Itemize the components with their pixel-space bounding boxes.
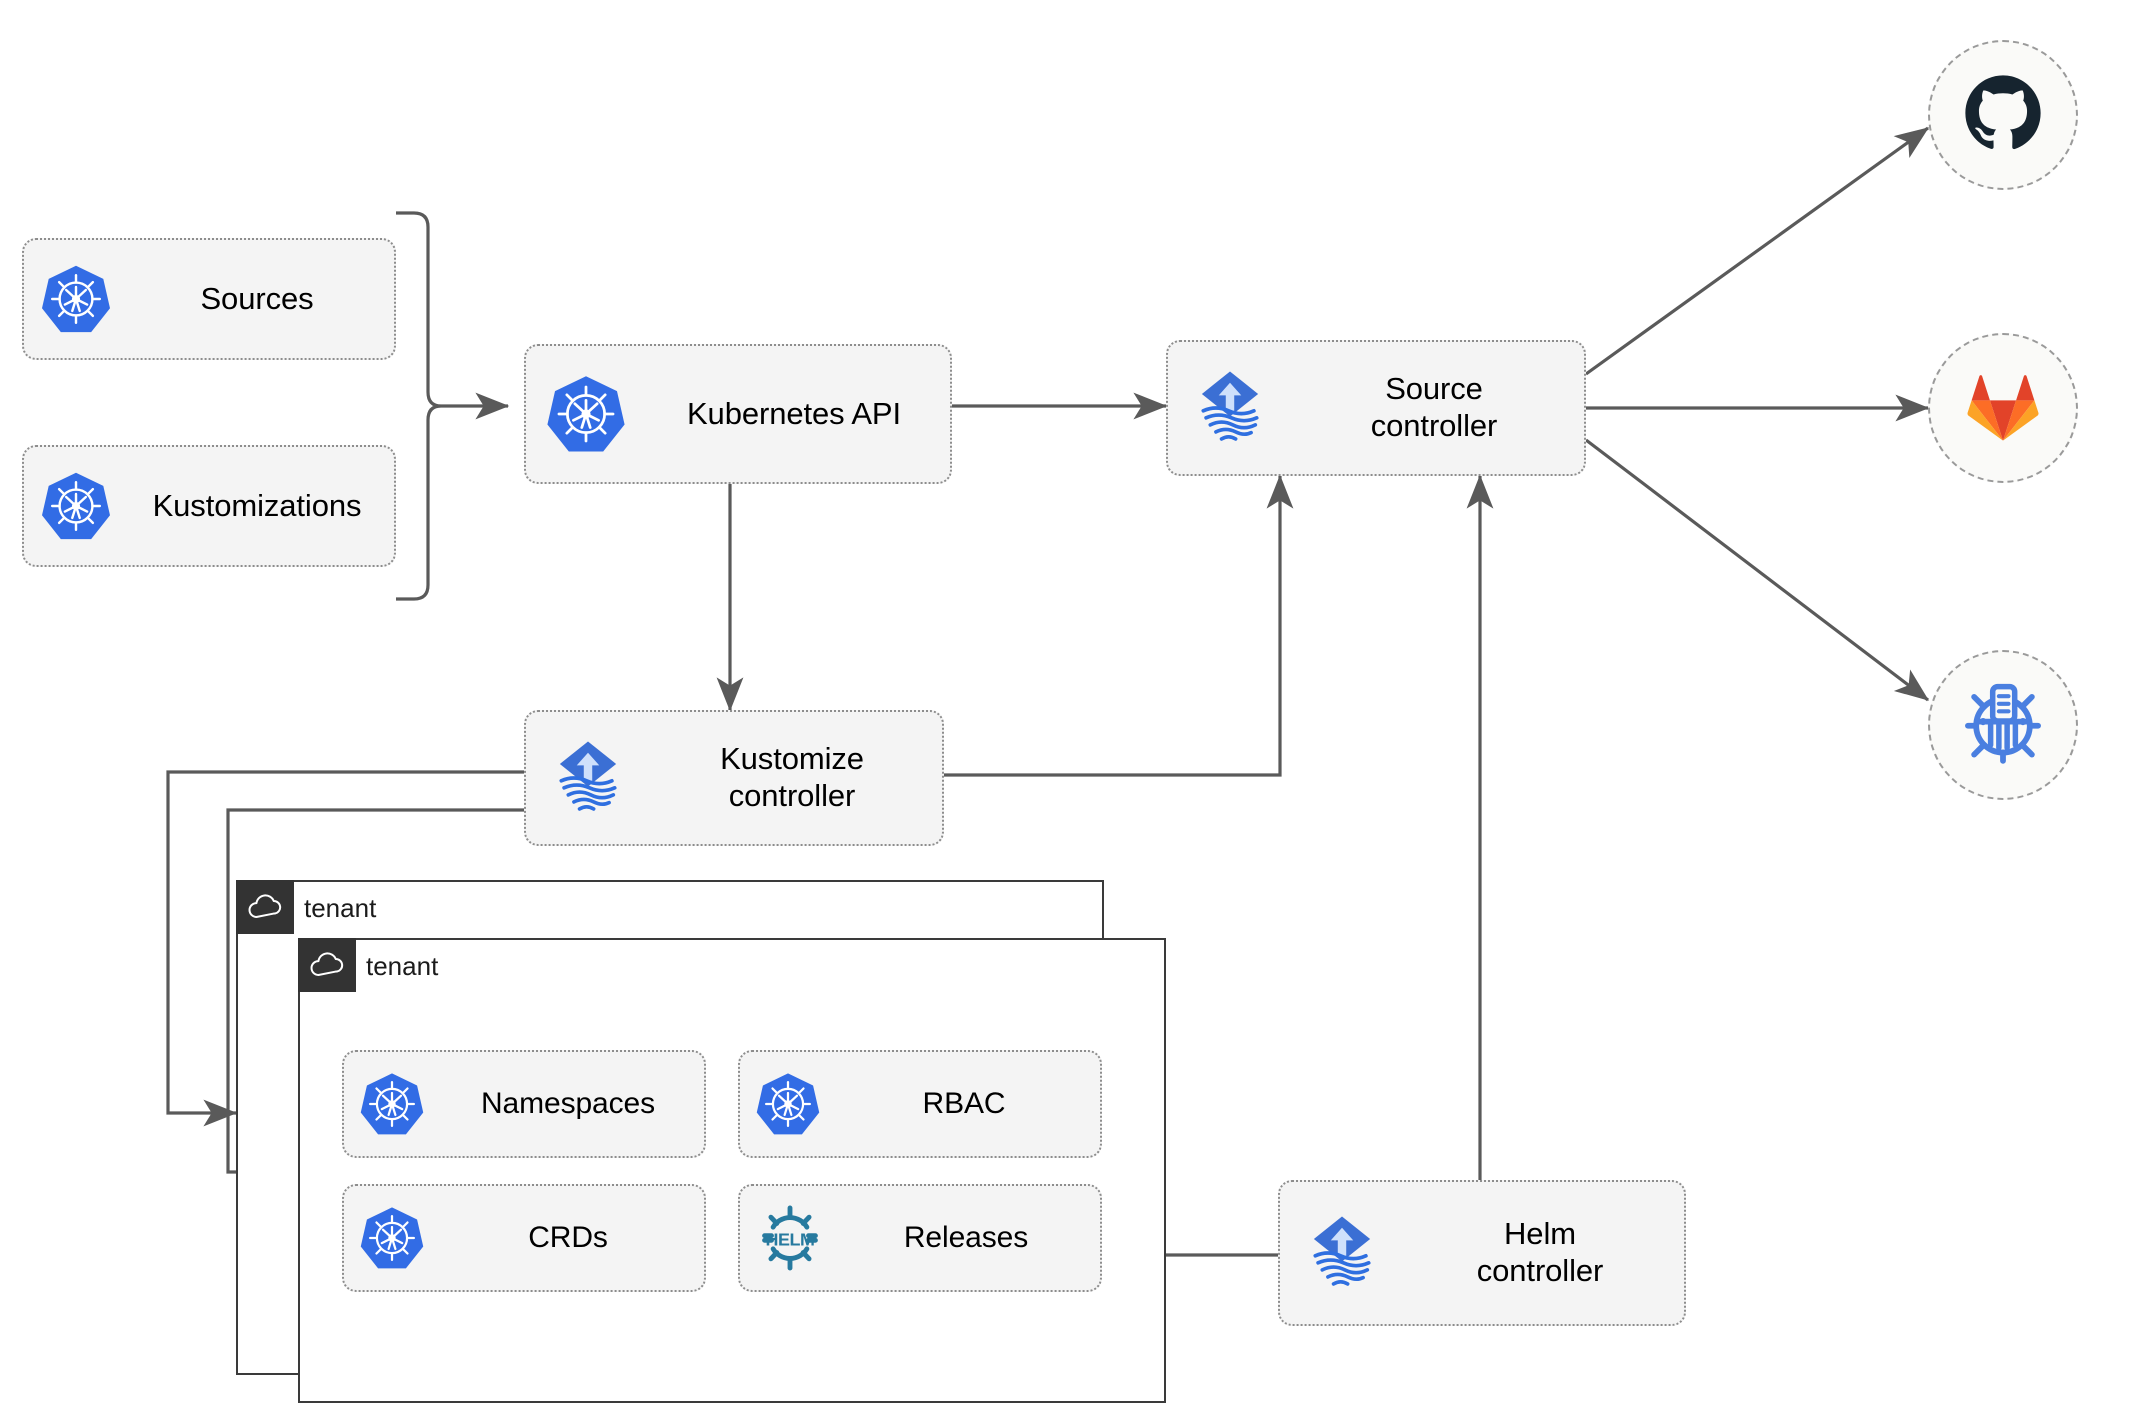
flux-icon xyxy=(526,733,650,823)
tenant-container-front[interactable]: tenant xyxy=(297,937,1166,1403)
node-crds[interactable]: CRDs xyxy=(342,1184,706,1292)
node-sources-label: Sources xyxy=(200,280,314,316)
node-helm-controller[interactable]: Helm controller xyxy=(1278,1180,1686,1326)
tenant-resource-grid: Namespaces xyxy=(342,1050,1102,1292)
node-kustomize-controller-label: Kustomize controller xyxy=(720,741,864,813)
node-releases-label: Releases xyxy=(903,1221,1029,1255)
node-kubernetes-api[interactable]: Kubernetes API xyxy=(524,344,952,484)
node-helm-controller-label: Helm controller xyxy=(1476,1216,1604,1288)
kubernetes-icon xyxy=(24,469,128,543)
node-source-controller[interactable]: Source controller xyxy=(1166,340,1586,476)
edge-kustomize-to-source-controller xyxy=(940,474,1294,777)
edge-source-to-github xyxy=(1585,126,1930,376)
node-kustomize-controller[interactable]: Kustomize controller xyxy=(524,710,944,846)
node-rbac[interactable]: RBAC xyxy=(738,1050,1102,1158)
kubernetes-icon xyxy=(24,262,128,336)
node-namespaces-label: Namespaces xyxy=(480,1087,656,1121)
kubernetes-icon xyxy=(526,372,646,456)
node-github[interactable] xyxy=(1928,40,2078,190)
helm-repository-icon xyxy=(1959,679,2047,772)
tenant-back-label: tenant xyxy=(304,892,377,923)
edge-brace-resources xyxy=(396,211,442,601)
kubernetes-icon xyxy=(344,1070,440,1138)
node-rbac-label: RBAC xyxy=(922,1087,1006,1121)
node-kustomizations[interactable]: Kustomizations xyxy=(22,445,396,567)
cloud-icon xyxy=(297,937,356,992)
github-icon xyxy=(1960,70,2046,161)
node-helm-repository[interactable] xyxy=(1928,650,2078,800)
kubernetes-icon xyxy=(740,1070,836,1138)
node-kubernetes-api-label: Kubernetes API xyxy=(686,395,902,431)
cloud-icon xyxy=(235,879,294,934)
node-crds-label: CRDs xyxy=(528,1221,608,1255)
flux-icon xyxy=(1280,1208,1404,1298)
tenant-front-label: tenant xyxy=(366,950,439,981)
helm-icon: HELM xyxy=(740,1201,840,1275)
node-gitlab[interactable] xyxy=(1928,333,2078,483)
flux-icon xyxy=(1168,363,1292,453)
node-namespaces[interactable]: Namespaces xyxy=(342,1050,706,1158)
node-sources[interactable]: Sources xyxy=(22,238,396,360)
node-kustomizations-label: Kustomizations xyxy=(152,487,362,523)
node-releases[interactable]: HELM Releases xyxy=(738,1184,1102,1292)
kubernetes-icon xyxy=(344,1204,440,1272)
gitlab-icon xyxy=(1962,367,2044,450)
svg-text:HELM: HELM xyxy=(766,1230,815,1250)
node-source-controller-label: Source controller xyxy=(1370,371,1498,443)
edge-source-to-helm-repository xyxy=(1585,438,1930,702)
